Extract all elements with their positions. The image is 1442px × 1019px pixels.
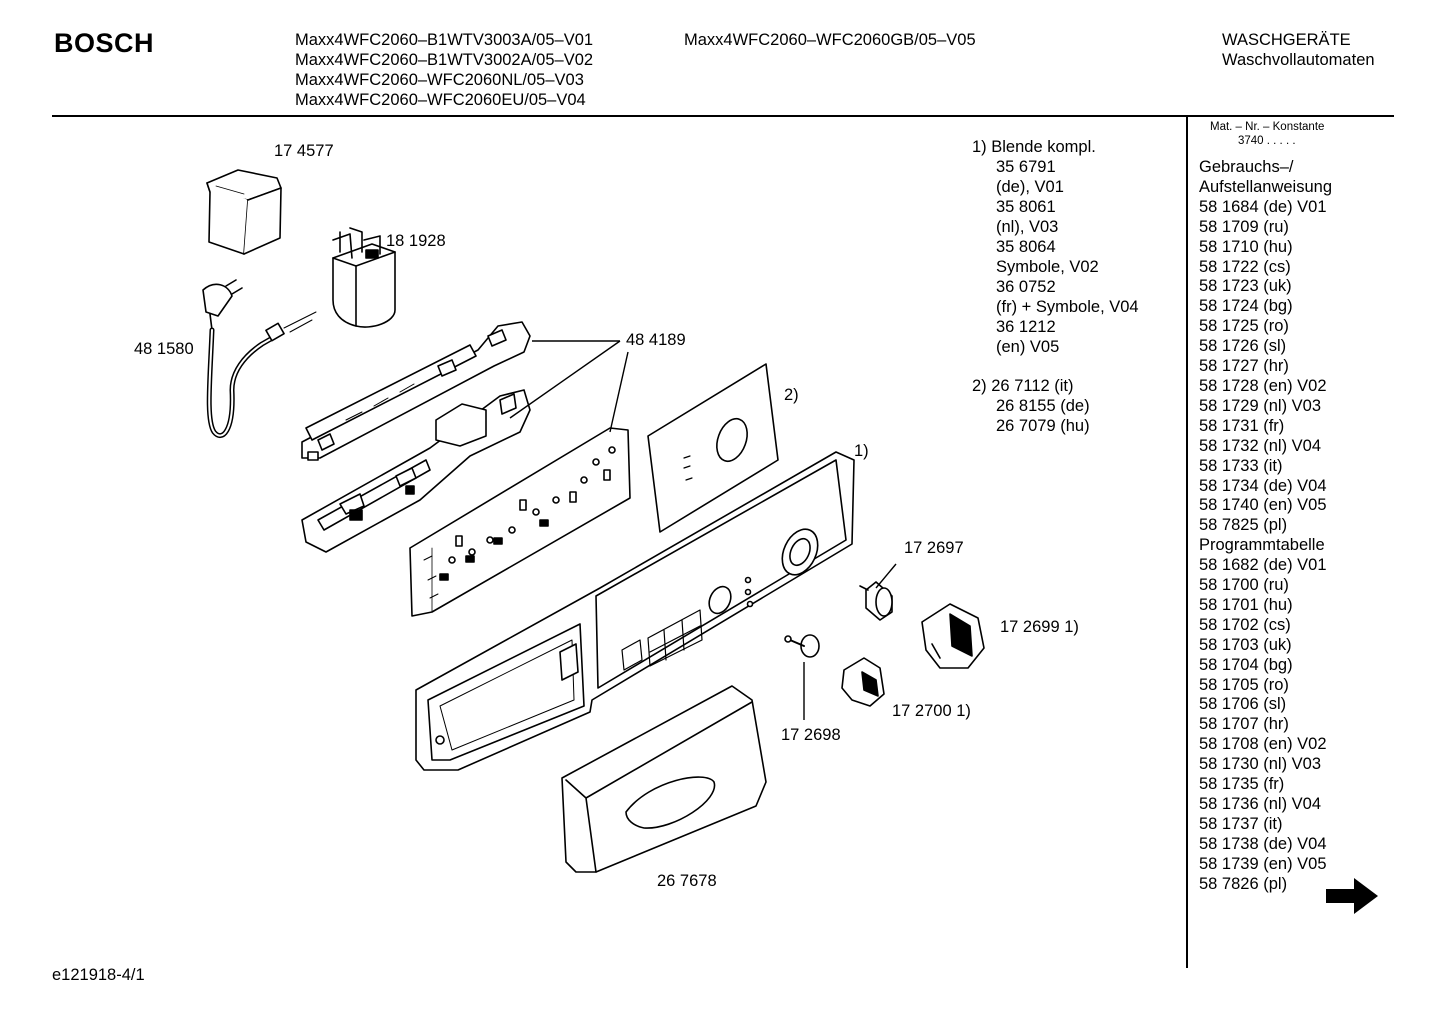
note-line: 36 1212 [996,318,1056,336]
category-line: Waschvollautomaten [1222,51,1375,69]
model-line: Maxx4WFC2060–WFC2060EU/05–V04 [295,91,586,109]
document-list-item: 58 1705 (ro) [1199,675,1289,694]
document-list-item: 58 1704 (bg) [1199,655,1293,674]
matnr-label: Mat. – Nr. – Konstante [1210,121,1325,133]
document-list-item: 58 1701 (hu) [1199,595,1293,614]
document-list-item: 58 1722 (cs) [1199,257,1291,276]
document-list-item: 58 1731 (fr) [1199,416,1285,435]
document-list-item: 58 1730 (nl) V03 [1199,755,1322,774]
note-line: 2) 26 7112 (it) [972,377,1074,395]
document-list-item: 58 1708 (en) V02 [1199,735,1327,754]
part-label: 17 2697 [904,539,964,557]
control-panel-film-part [647,363,779,533]
document-code: e121918-4/1 [52,966,145,984]
document-list-item: 58 1709 (ru) [1199,217,1289,236]
sidebar-divider [1186,116,1188,968]
document-list-item: 58 1724 (bg) [1199,297,1293,316]
document-list-item: 58 1726 (sl) [1199,337,1287,356]
material-number: Mat. – Nr. – Konstante 3740 . . . . . [1210,120,1324,148]
cover-cap-part [206,169,282,255]
note-line: (fr) + Symbole, V04 [996,298,1139,316]
model-list-mid: Maxx4WFC2060–WFC2060GB/05–V05 [684,30,976,50]
document-list-item: 58 1734 (de) V04 [1199,476,1327,495]
part-label: 18 1928 [386,232,446,250]
note-line: (en) V05 [996,338,1060,356]
document-list-item: 58 1727 (hr) [1199,357,1289,376]
document-list-item: 58 1706 (sl) [1199,695,1287,714]
document-list-item: 58 1735 (fr) [1199,775,1285,794]
part-label: 17 2700 1) [892,702,971,720]
model-line: Maxx4WFC2060–B1WTV3002A/05–V02 [295,51,594,69]
document-list-item: 58 7826 (pl) [1199,874,1288,893]
model-line: Maxx4WFC2060–WFC2060GB/05–V05 [684,31,976,49]
header-divider [52,115,1394,117]
document-list-item: 58 1738 (de) V04 [1199,834,1327,853]
circuit-board-part [409,427,631,617]
notes-block: 1) Blende kompl. 35 6791 (de), V01 35 80… [972,137,1139,436]
part-label: 17 4577 [274,142,334,160]
document-list-item: 58 1729 (nl) V03 [1199,396,1322,415]
small-knob-part [841,657,885,707]
note-line: 1) Blende kompl. [972,138,1096,156]
document-list-item: 58 1702 (cs) [1199,615,1291,634]
part-label: 48 4189 [626,331,686,349]
note-line: 35 8061 [996,198,1056,216]
document-list-item: 58 7825 (pl) [1199,516,1288,535]
document-list-item: Programmtabelle [1199,536,1325,555]
handle-part [561,685,767,873]
part-label: 17 2698 [781,726,841,744]
document-list-item: Aufstellanweisung [1199,177,1332,196]
note-line: 35 6791 [996,158,1056,176]
brand-logo: BOSCH [54,28,155,58]
electronics-rail-upper [301,321,531,461]
category-line: WASCHGERÄTE [1222,31,1351,49]
document-list-item: 58 1736 (nl) V04 [1199,795,1322,813]
arrow-right-icon[interactable] [1324,876,1380,916]
note-line: 35 8064 [996,238,1056,256]
power-cord-part [202,279,317,439]
document-list-item: 58 1728 (en) V02 [1199,376,1327,395]
document-list-item: 58 1707 (hr) [1199,715,1289,734]
leader-lines [509,340,897,720]
matnr-value: 3740 . . . . . [1238,135,1296,147]
document-list-item: 58 1739 (en) V05 [1199,854,1327,873]
part-label: 17 2699 1) [1000,618,1079,636]
document-list-item: 58 1700 (ru) [1199,576,1289,595]
shaft-pin-part [784,634,820,658]
part-label: 2) [784,386,799,404]
document-list-item: 58 1684 (de) V01 [1199,197,1327,216]
document-list-item: 58 1740 (en) V05 [1199,496,1327,515]
category-heading: WASCHGERÄTE Waschvollautomaten [1222,30,1375,70]
note-line: 26 8155 (de) [996,397,1090,415]
document-list-item: 58 1725 (ro) [1199,317,1289,336]
document-list-item: 58 1710 (hu) [1199,237,1293,256]
electronics-rail-lower [301,389,531,553]
model-line: Maxx4WFC2060–B1WTV3003A/05–V01 [295,31,594,49]
knob-disc-part [859,581,893,621]
programme-knob-part [921,603,985,669]
note-line: 26 7079 (hu) [996,417,1090,435]
part-label: 26 7678 [657,872,717,890]
note-line: Symbole, V02 [996,258,1099,276]
document-list-item: 58 1733 (it) [1199,456,1283,475]
panel-fascia-part [415,451,855,771]
document-list-item: 58 1723 (uk) [1199,277,1292,296]
model-list-left: Maxx4WFC2060–B1WTV3003A/05–V01 Maxx4WFC2… [295,30,593,110]
model-line: Maxx4WFC2060–WFC2060NL/05–V03 [295,71,584,89]
document-list-item: 58 1682 (de) V01 [1199,556,1327,575]
note-line: (de), V01 [996,178,1064,196]
document-list-item: 58 1737 (it) [1199,814,1283,833]
document-list-item: Gebrauchs–/ [1199,158,1294,176]
part-label: 48 1580 [134,340,194,358]
note-line: (nl), V03 [996,218,1059,236]
document-list-item: 58 1732 (nl) V04 [1199,436,1322,455]
note-line: 36 0752 [996,278,1056,296]
part-label: 1) [854,442,869,460]
document-list-item: 58 1703 (uk) [1199,635,1292,654]
exploded-parts-drawing [202,169,985,873]
filter-part [332,227,396,328]
